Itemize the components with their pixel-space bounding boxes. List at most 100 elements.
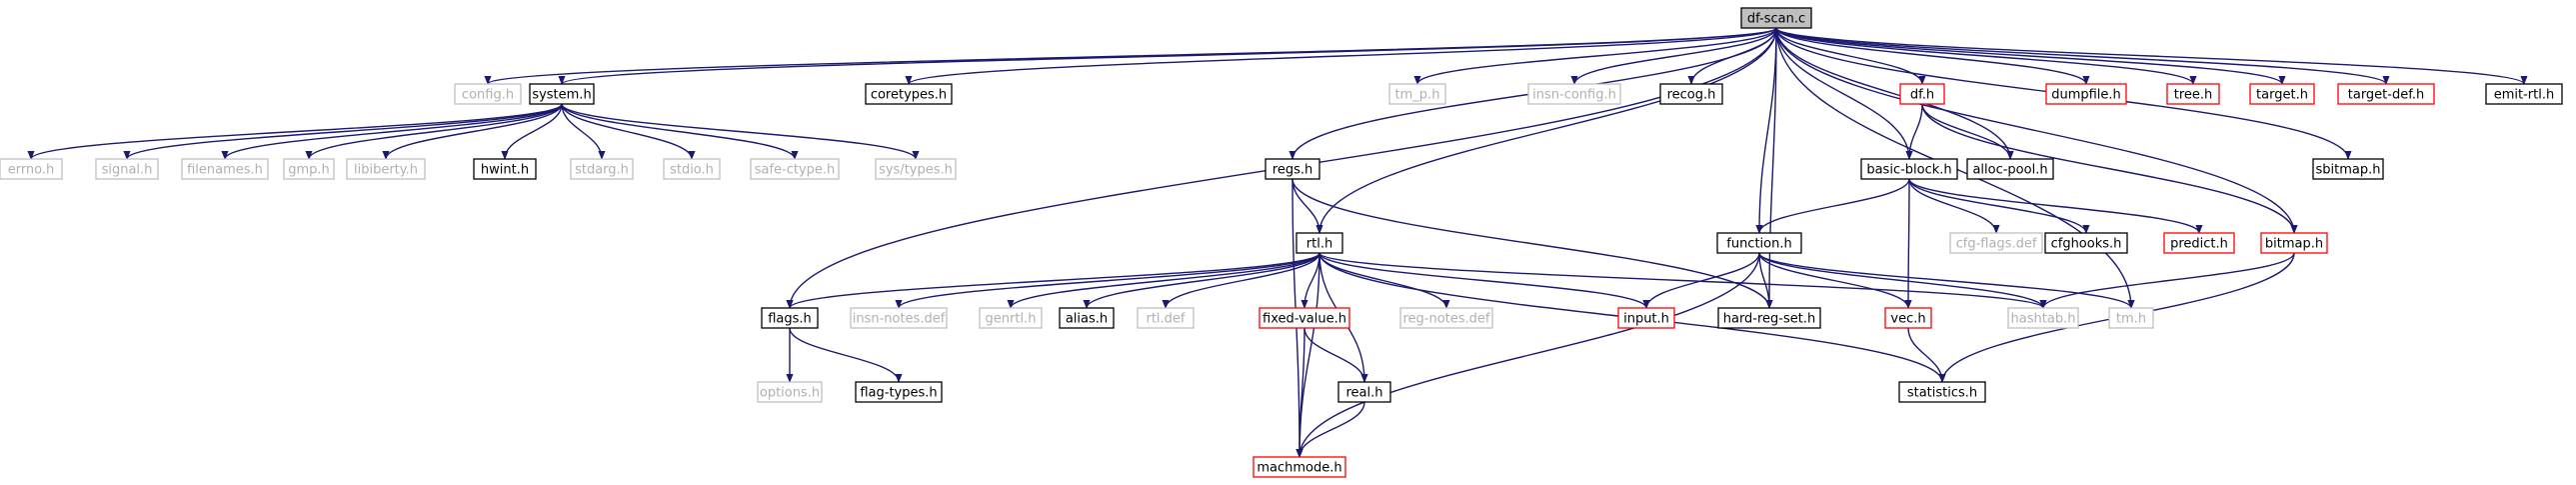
node-statistics-h[interactable]: statistics.h [1898,381,1986,403]
node-label-fixed-value-h: fixed-value.h [1263,312,1346,327]
node-label-stdio-h: stdio.h [670,163,714,178]
node-box-system-h [529,83,595,105]
node-label-cfghooks-h: cfghooks.h [2051,237,2122,252]
edge-basic-block-h-to-cfg-flags-def [1908,178,2000,234]
node-box-hashtab-h [2007,307,2079,329]
node-gmp-h: gmp.h [283,158,335,180]
node-options-h: options.h [757,381,823,403]
node-sbitmap-h[interactable]: sbitmap.h [2312,158,2384,180]
edge-df-scan-c-to-basic-block-h [1775,27,1913,160]
node-recog-h[interactable]: recog.h [1659,83,1723,105]
node-label-tree-h: tree.h [2174,88,2213,103]
node-libiberty-h: libiberty.h [346,158,426,180]
node-box-tree-h [2166,83,2220,105]
node-alloc-pool-h[interactable]: alloc-pool.h [1966,158,2054,180]
node-label-alias-h: alias.h [1066,312,1108,327]
edge-df-scan-c-to-system-h [558,27,1777,85]
node-label-tm-h: tm.h [2116,312,2146,327]
node-box-predict-h [2163,232,2235,254]
node-coretypes-h[interactable]: coretypes.h [865,83,953,105]
node-target-def-h[interactable]: target-def.h [2337,83,2435,105]
node-box-target-h [2249,83,2315,105]
node-label-safe-ctype-h: safe-ctype.h [755,163,836,178]
node-label-hwint-h: hwint.h [481,163,529,178]
node-label-coretypes-h: coretypes.h [871,88,947,103]
node-label-errno-h: errno.h [8,163,55,178]
node-cfghooks-h[interactable]: cfghooks.h [2044,232,2128,254]
node-box-dumpfile-h [2045,83,2127,105]
node-target-h[interactable]: target.h [2249,83,2315,105]
node-box-regs-h [1265,158,1320,180]
edge-system-h-to-stdarg-h [561,103,606,160]
node-label-predict-h: predict.h [2170,237,2228,252]
node-box-alias-h [1059,307,1115,329]
node-vec-h[interactable]: vec.h [1884,307,1932,329]
node-box-config-h [454,83,522,105]
node-box-flags-h [761,307,819,329]
node-label-bitmap-h: bitmap.h [2265,237,2323,252]
node-function-h[interactable]: function.h [1716,232,1802,254]
node-box-stdarg-h [570,158,634,180]
node-box-input-h [1617,307,1675,329]
node-box-tm-h [2108,307,2154,329]
edge-flags-h-to-flag-types-h [789,327,903,383]
edge-system-h-to-signal-h [123,103,563,160]
node-sys-types-h: sys/types.h [875,158,957,180]
node-label-hard-reg-set-h: hard-reg-set.h [1723,312,1816,327]
node-input-h[interactable]: input.h [1617,307,1675,329]
node-label-insn-config-h: insn-config.h [1532,88,1616,103]
node-df-scan-c[interactable]: df-scan.c [1740,7,1812,29]
node-box-rtl-h [1295,232,1343,254]
node-hwint-h[interactable]: hwint.h [473,158,537,180]
node-real-h[interactable]: real.h [1337,381,1391,403]
node-box-cfghooks-h [2044,232,2128,254]
edge-function-h-to-tm-h [1758,252,2135,309]
node-box-signal-h [95,158,159,180]
node-insn-config-h: insn-config.h [1527,83,1621,105]
edge-system-h-to-libiberty-h [382,103,563,160]
node-rtl-def: rtl.def [1137,307,1195,329]
edge-regs-h-to-rtl-h [1291,178,1323,234]
edge-df-scan-c-to-coretypes-h [905,27,1777,85]
node-hard-reg-set-h[interactable]: hard-reg-set.h [1717,307,1821,329]
node-fixed-value-h[interactable]: fixed-value.h [1259,307,1350,329]
edge-system-h-to-gmp-h [305,103,563,160]
node-regs-h[interactable]: regs.h [1265,158,1320,180]
node-box-cfg-flags-def [1949,232,2043,254]
node-label-stdarg-h: stdarg.h [575,163,629,178]
node-predict-h[interactable]: predict.h [2163,232,2235,254]
node-label-filenames-h: filenames.h [187,163,263,178]
node-flag-types-h[interactable]: flag-types.h [855,381,943,403]
node-df-h[interactable]: df.h [1899,83,1945,105]
node-basic-block-h[interactable]: basic-block.h [1860,158,1958,180]
edge-layer [27,27,2528,458]
edge-df-scan-c-to-tree-h [1775,27,2197,85]
node-genrtl-h: genrtl.h [979,307,1043,329]
node-bitmap-h[interactable]: bitmap.h [2260,232,2328,254]
edge-system-h-to-stdio-h [561,103,696,160]
node-dumpfile-h[interactable]: dumpfile.h [2045,83,2127,105]
node-label-cfg-flags-def: cfg-flags.def [1956,237,2037,252]
node-machmode-h[interactable]: machmode.h [1253,456,1346,478]
node-label-vec-h: vec.h [1890,312,1925,327]
node-box-bitmap-h [2260,232,2328,254]
node-tm-h: tm.h [2108,307,2154,329]
node-label-basic-block-h: basic-block.h [1866,163,1951,178]
node-flags-h[interactable]: flags.h [761,307,819,329]
node-signal-h: signal.h [95,158,159,180]
node-tm-p-h: tm_p.h [1388,83,1446,105]
node-label-insn-notes-def: insn-notes.def [853,312,946,327]
edge-basic-block-h-to-function-h [1755,178,1910,234]
node-alias-h[interactable]: alias.h [1059,307,1115,329]
node-errno-h: errno.h [0,158,63,180]
node-rtl-h[interactable]: rtl.h [1295,232,1343,254]
edge-df-scan-c-to-emit-rtl-h [1775,27,2528,85]
node-label-genrtl-h: genrtl.h [986,312,1037,327]
node-emit-rtl-h[interactable]: emit-rtl.h [2485,83,2563,105]
edge-df-scan-c-to-tm-p-h [1413,27,1777,85]
node-label-df-h: df.h [1910,88,1934,103]
node-label-df-scan-c: df-scan.c [1747,12,1805,27]
node-system-h[interactable]: system.h [529,83,595,105]
edge-df-scan-c-to-df-h [1775,27,1926,85]
node-tree-h[interactable]: tree.h [2166,83,2220,105]
